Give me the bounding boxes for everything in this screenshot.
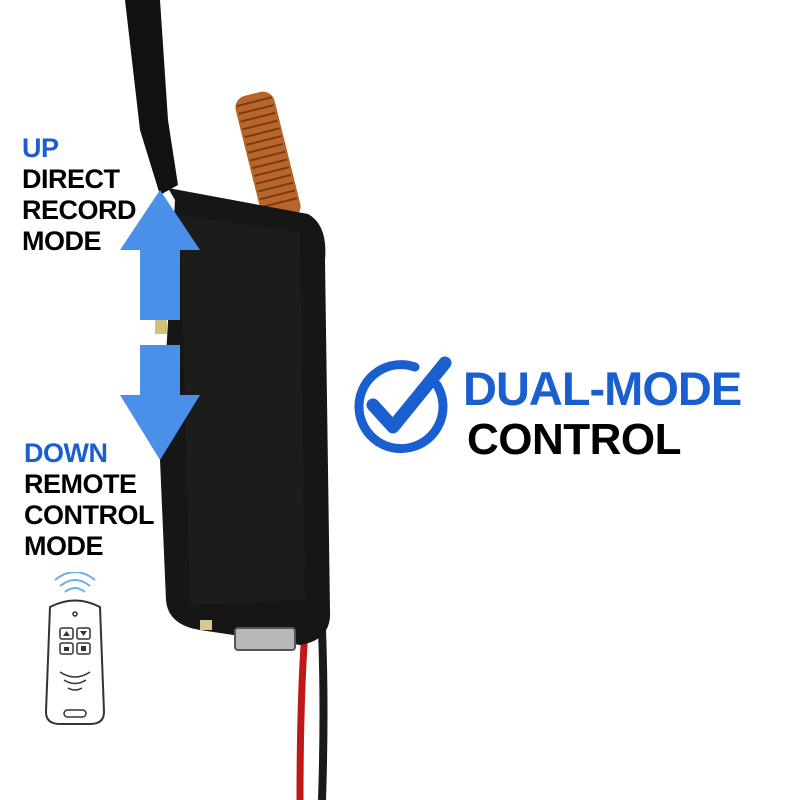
ribbon-cable: [125, 0, 178, 195]
arrow-down-icon: [120, 345, 200, 460]
up-line-2: RECORD: [22, 195, 137, 225]
wireless-signal-icon: [54, 572, 96, 593]
headline-line-1: DUAL-MODE: [463, 362, 742, 415]
up-line-1: DIRECT: [22, 164, 120, 194]
antenna-coil: [235, 91, 301, 223]
mode-switch: [155, 320, 167, 334]
black-wire: [318, 629, 328, 800]
up-line-3: MODE: [22, 226, 102, 256]
down-line-3: MODE: [24, 531, 103, 561]
dual-mode-headline: DUAL-MODE CONTROL: [345, 355, 795, 465]
up-mode-label: UP DIRECT RECORD MODE: [22, 133, 137, 256]
checkmark-icon: [354, 356, 452, 454]
down-line-2: CONTROL: [24, 500, 154, 530]
down-mode-label: DOWN REMOTE CONTROL MODE: [24, 440, 154, 560]
remote-control-icon: [44, 572, 106, 725]
headline-line-2: CONTROL: [467, 415, 682, 464]
down-line-1: REMOTE: [24, 469, 137, 499]
red-wire: [296, 629, 309, 800]
down-title: DOWN: [24, 438, 108, 468]
usb-port: [234, 627, 296, 651]
arrow-up-icon: [120, 190, 200, 320]
up-title: UP: [22, 133, 59, 163]
